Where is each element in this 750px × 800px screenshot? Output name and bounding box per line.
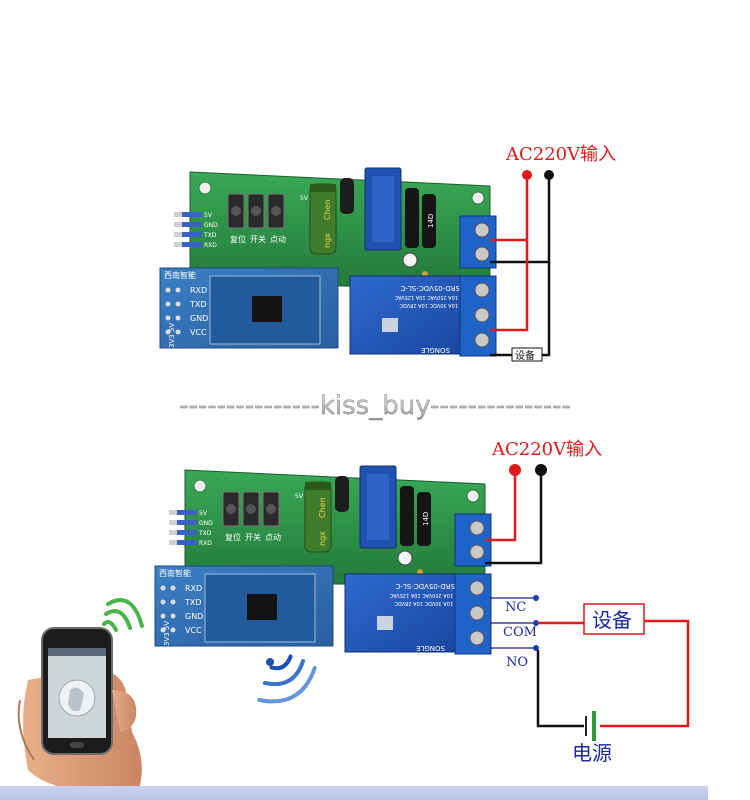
header-pin-label: TXD [203, 232, 217, 239]
wire-end-black [535, 464, 547, 476]
relay-model: SRD-05VDC-SL-C [401, 284, 460, 292]
wire-end-red [522, 170, 532, 180]
relay-rating: 10A 250VAC 10A 125VAC [389, 592, 453, 598]
wire-end-red [509, 464, 521, 476]
com-terminal-dot [533, 620, 539, 626]
relay-brand: SONGLE [416, 644, 445, 652]
power-label: 电源 [572, 741, 612, 765]
phone-signal-icon [102, 598, 144, 632]
bt-pin-label: RXD [185, 584, 202, 593]
silk-5v: 5V [300, 195, 309, 202]
board-bottom: 5V GND TXD RXD 5V 复位 开关 点动 ngx Chen 14D … [154, 465, 492, 655]
bt-vendor-label: 西南智能 [164, 270, 196, 280]
no-label: NO [506, 655, 528, 670]
watermark: ---------------kiss_buy--------------- [179, 391, 571, 421]
header-pin-label: GND [204, 222, 218, 229]
bt-side-label: 3V3 5V [168, 323, 176, 348]
com-label: COM [503, 625, 537, 640]
button-label: 复位 [225, 532, 241, 542]
capacitor-brand-2: Chen [318, 497, 327, 518]
board-top: 5V GND TXD RXD 5V 复位 开关 点动 ngx Chen 14D … [159, 167, 497, 357]
hand-holding-phone [17, 627, 142, 792]
relay-rating: 10A 30VDC 10A 28VDC [394, 600, 453, 606]
wire-end-black [544, 170, 554, 180]
button-label: 复位 [230, 234, 246, 244]
button-label: 点动 [265, 532, 281, 542]
relay-rating: 10A 30VDC 10A 28VDC [399, 302, 458, 308]
relay-rating: 10A 250VAC 10A 125VAC [394, 294, 458, 300]
ac-input-label-bottom: AC220V输入 [491, 439, 602, 460]
capacitor-brand: ngx [323, 233, 332, 248]
nc-label: NC [505, 600, 526, 615]
header-pin-label: 5V [204, 212, 213, 219]
header-pin-label: TXD [198, 530, 212, 537]
relay-model: SRD-05VDC-SL-C [396, 582, 455, 590]
header-pin-label: 5V [199, 510, 208, 517]
bt-pin-label: GND [190, 314, 208, 323]
bt-vendor-label: 西南智能 [159, 568, 191, 578]
small-cap-label: 14D [427, 214, 435, 228]
battery-icon [585, 711, 596, 741]
button-label: 点动 [270, 234, 286, 244]
header-pin-label: GND [199, 520, 213, 527]
bt-pin-label: VCC [185, 626, 202, 635]
bt-pin-label: TXD [184, 598, 202, 607]
small-cap-label: 14D [422, 512, 430, 526]
signal-waves-icon [257, 654, 317, 704]
ac-input-label-top: AC220V输入 [505, 144, 616, 165]
capacitor-brand: ngx [318, 531, 327, 546]
device-box [583, 603, 645, 635]
silk-5v: 5V [295, 493, 304, 500]
nc-terminal-dot [533, 595, 539, 601]
capacitor-brand-2: Chen [323, 199, 332, 220]
wiring-bottom-ac [485, 470, 543, 565]
device-tag-small [511, 347, 543, 362]
device-label: 设备 [592, 608, 632, 632]
bt-side-label: 3V3 5V [163, 621, 171, 646]
no-terminal-dot [533, 645, 539, 651]
button-label: 开关 [250, 234, 266, 244]
relay-brand: SONGLE [421, 346, 450, 354]
bt-pin-label: RXD [190, 286, 207, 295]
header-pin-label: RXD [204, 242, 217, 249]
bottom-strip [0, 786, 708, 800]
wiring-top [490, 175, 551, 357]
relay-contact-lines [490, 597, 535, 649]
bt-pin-label: TXD [189, 300, 207, 309]
header-pin-label: RXD [199, 540, 212, 547]
bt-pin-label: VCC [190, 328, 207, 337]
button-label: 开关 [245, 532, 261, 542]
device-label-small: 设备 [515, 349, 535, 362]
load-circuit [536, 619, 690, 728]
bt-pin-label: GND [185, 612, 203, 621]
